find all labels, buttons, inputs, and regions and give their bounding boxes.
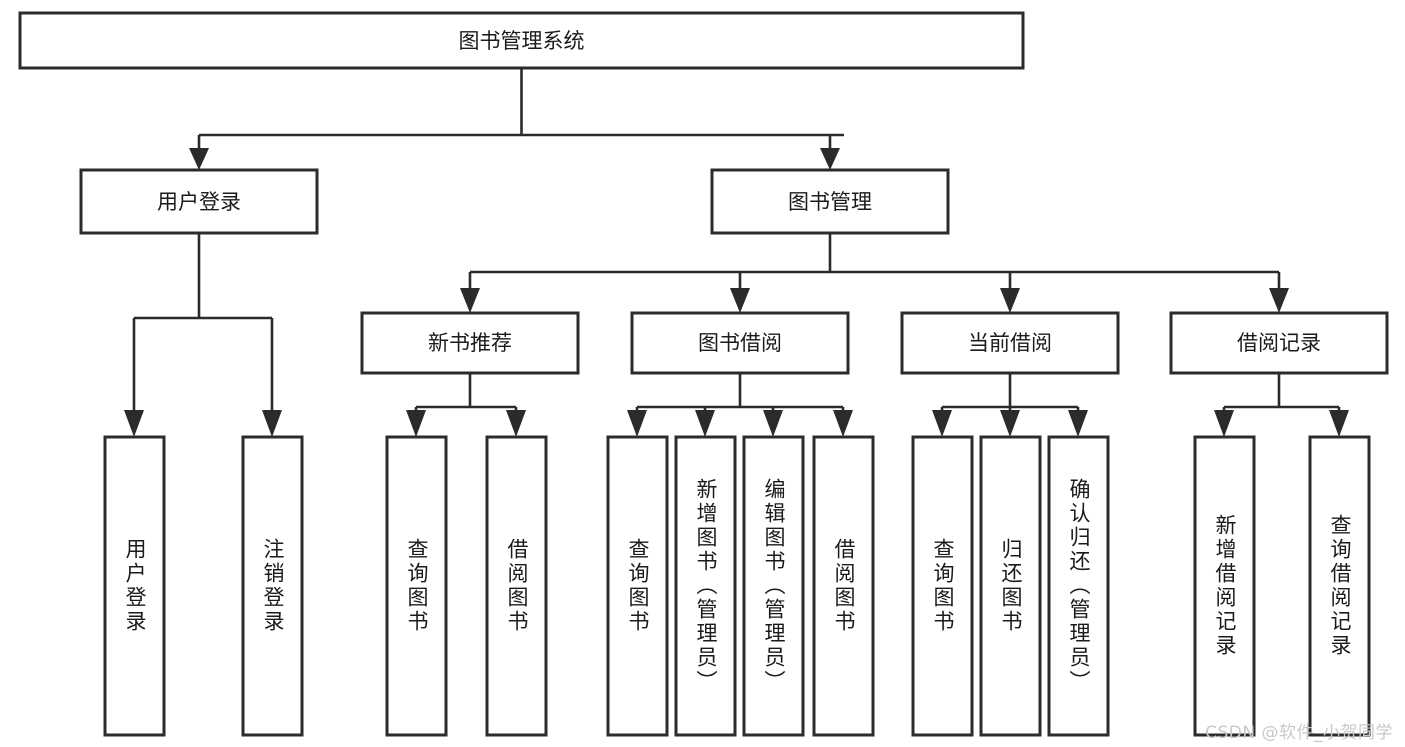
leaf-box-borrow-book-1[interactable]: [485, 435, 548, 737]
arrowhead-user-login: [189, 148, 209, 170]
arrowhead-leaf-add-book: [695, 410, 715, 437]
arrowhead-borrow-record: [1269, 288, 1289, 313]
arrowhead-leaf-query-book-2: [627, 410, 647, 437]
node-current-borrow-label: 当前借阅: [968, 331, 1052, 355]
node-user-login-box[interactable]: [79, 168, 319, 235]
leaf-box-edit-book[interactable]: [742, 435, 805, 737]
leaf-box-confirm-return[interactable]: [1047, 435, 1110, 737]
leaf-box-return-book[interactable]: [979, 435, 1042, 737]
arrowhead-new-book: [460, 288, 480, 313]
node-book-manage[interactable]: 图书管理: [710, 168, 950, 235]
leaf-box-query-book-3[interactable]: [911, 435, 974, 737]
arrowhead-book-borrow: [730, 288, 750, 313]
node-book-manage-box[interactable]: [710, 168, 950, 235]
leaf-box-logout[interactable]: [241, 435, 304, 737]
node-book-borrow-box[interactable]: [630, 311, 850, 375]
arrowhead-leaf-query-book-3: [932, 410, 952, 437]
leaf-box-add-record[interactable]: [1193, 435, 1256, 737]
connector-group: [124, 68, 1349, 437]
node-book-borrow-label: 图书借阅: [698, 331, 782, 355]
node-root[interactable]: 图书管理系统: [18, 11, 1025, 70]
leaf-box-add-book[interactable]: [674, 435, 737, 737]
leaf-box-query-record[interactable]: [1308, 435, 1371, 737]
arrowhead-leaf-user-login: [124, 410, 144, 437]
arrowhead-leaf-add-record: [1214, 410, 1234, 437]
arrowhead-book-manage: [820, 148, 840, 170]
leaf-box-group: [103, 435, 1371, 737]
arrowhead-leaf-logout: [262, 410, 282, 437]
watermark-text: CSDN @软件_小贺同学: [1205, 723, 1393, 743]
node-new-book-recommend-box[interactable]: [360, 311, 580, 375]
arrowhead-leaf-return-book: [1000, 410, 1020, 437]
arrowhead-leaf-confirm-return: [1068, 410, 1088, 437]
node-book-manage-label: 图书管理: [788, 190, 872, 214]
node-user-login[interactable]: 用户登录: [79, 168, 319, 235]
arrowhead-current-borrow: [1000, 288, 1020, 313]
node-current-borrow-box[interactable]: [900, 311, 1120, 375]
arrowhead-leaf-borrow-book-2: [833, 410, 853, 437]
node-new-book-recommend[interactable]: 新书推荐: [360, 311, 580, 375]
arrowhead-leaf-query-book-1: [406, 410, 426, 437]
arrowhead-leaf-borrow-book-1: [506, 410, 526, 437]
node-root-label: 图书管理系统: [459, 29, 585, 53]
leaf-box-query-book-1[interactable]: [385, 435, 448, 737]
leaf-box-user-login[interactable]: [103, 435, 166, 737]
node-book-borrow[interactable]: 图书借阅: [630, 311, 850, 375]
node-new-book-recommend-label: 新书推荐: [428, 331, 512, 355]
node-borrow-record[interactable]: 借阅记录: [1169, 311, 1389, 375]
node-borrow-record-box[interactable]: [1169, 311, 1389, 375]
node-borrow-record-label: 借阅记录: [1237, 331, 1321, 355]
arrowhead-leaf-edit-book: [763, 410, 783, 437]
leaf-box-query-book-2[interactable]: [606, 435, 669, 737]
node-current-borrow[interactable]: 当前借阅: [900, 311, 1120, 375]
leaf-box-borrow-book-2[interactable]: [812, 435, 875, 737]
arrowhead-leaf-query-record: [1329, 410, 1349, 437]
node-root-box[interactable]: [18, 11, 1025, 70]
node-user-login-label: 用户登录: [157, 190, 241, 214]
